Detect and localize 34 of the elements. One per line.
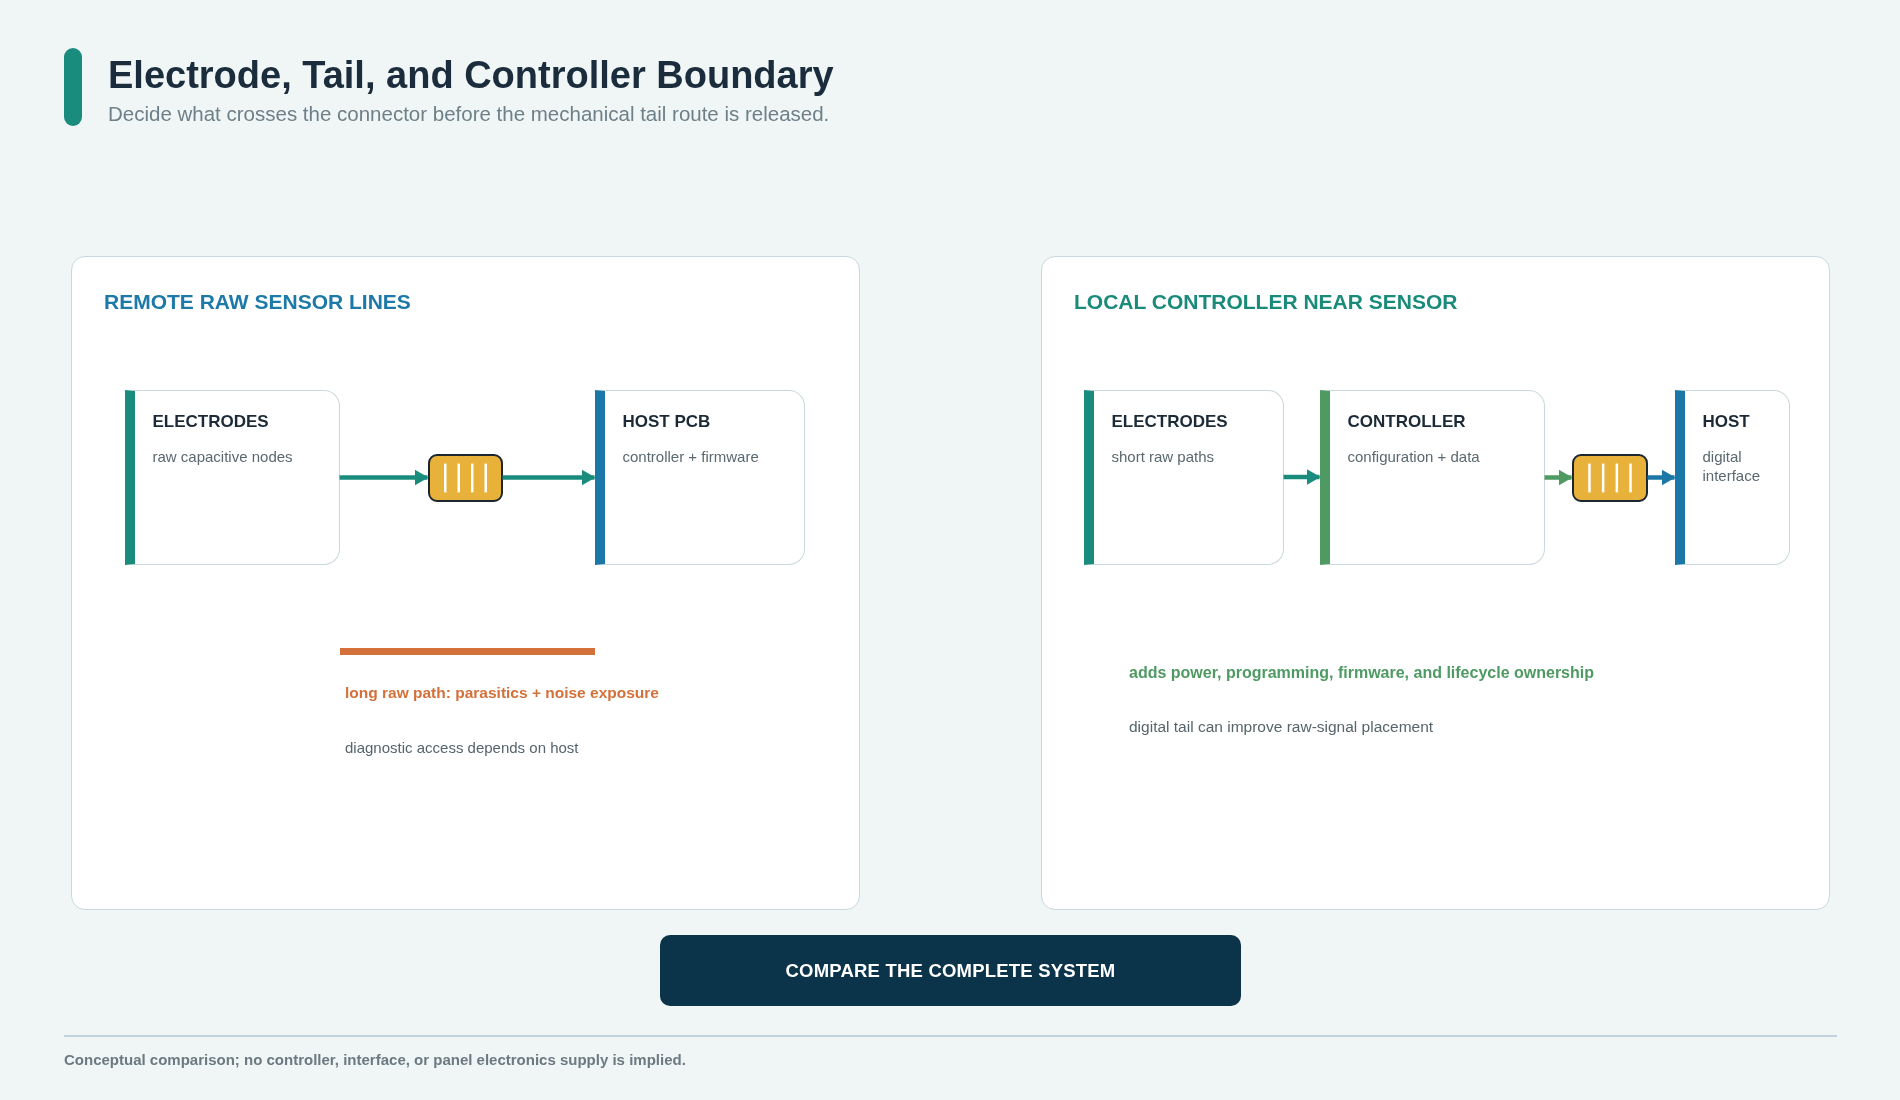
note-text: digital tail can improve raw-signal placement xyxy=(1129,717,1434,737)
card-heading: ELECTRODES xyxy=(1111,411,1228,432)
arrow xyxy=(339,469,429,486)
card-heading: ELECTRODES xyxy=(152,411,269,432)
panel-title: REMOTE RAW SENSOR LINES xyxy=(104,289,411,315)
component-card xyxy=(1319,389,1545,565)
component-card xyxy=(124,389,340,565)
compare-system-button: COMPARE THE COMPLETE SYSTEM xyxy=(660,935,1241,1006)
arrow xyxy=(1544,469,1573,486)
note-text: diagnostic access depends on host xyxy=(345,739,579,757)
arrow xyxy=(1283,469,1321,485)
risk-note: long raw path: parasitics + noise exposure xyxy=(345,683,659,703)
tradeoff-note: adds power, programming, firmware, and lifecycle ownership xyxy=(1129,663,1594,683)
card-description: configuration + data xyxy=(1347,446,1481,466)
component-card xyxy=(1674,389,1790,565)
card-description: short raw paths xyxy=(1111,446,1216,466)
arrow xyxy=(1647,469,1676,486)
card-heading: CONTROLLER xyxy=(1347,411,1466,432)
comparison-panel xyxy=(1041,256,1830,910)
component-card xyxy=(1083,389,1284,565)
panel-title: LOCAL CONTROLLER NEAR SENSOR xyxy=(1074,289,1458,315)
arrow xyxy=(502,469,596,486)
page-title: Electrode, Tail, and Controller Boundary xyxy=(108,53,834,99)
page-subtitle: Decide what crosses the connector before the mechanical tail route is released. xyxy=(108,101,830,127)
component-card xyxy=(594,389,805,565)
connector-symbol xyxy=(1571,453,1648,502)
connector-symbol xyxy=(427,453,503,502)
card-heading: HOST xyxy=(1702,411,1750,432)
card-description: raw capacitive nodes xyxy=(152,446,294,466)
comparison-panel xyxy=(71,256,860,910)
card-description: digital interface xyxy=(1702,446,1762,486)
card-heading: HOST PCB xyxy=(622,411,711,432)
footnote: Conceptual comparison; no controller, interface, or panel electronics supply is implied. xyxy=(64,1051,686,1069)
card-description: controller + firmware xyxy=(622,446,760,466)
